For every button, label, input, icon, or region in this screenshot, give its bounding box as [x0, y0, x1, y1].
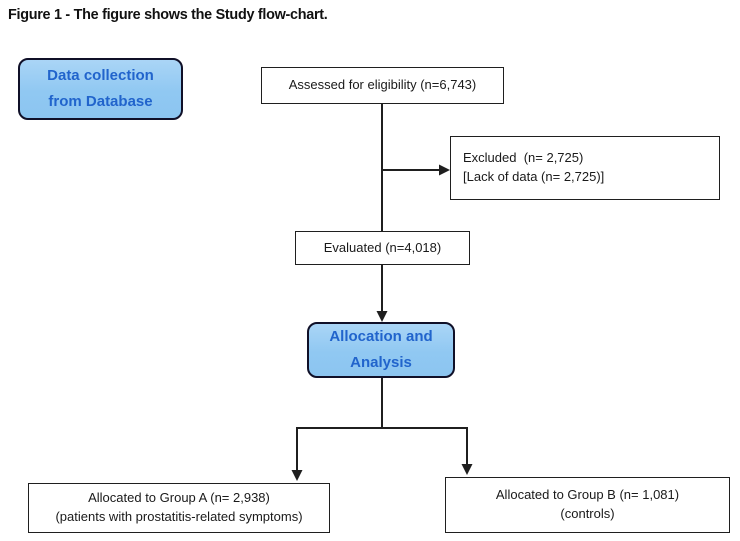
- node-evaluated: Evaluated (n=4,018): [295, 231, 470, 265]
- node-group-b: Allocated to Group B (n= 1,081) (control…: [445, 477, 730, 533]
- arrowhead-group-b: [461, 464, 473, 475]
- node-evaluated-label: Evaluated (n=4,018): [323, 239, 442, 255]
- node-allocation-analysis: Allocation and Analysis: [307, 322, 455, 378]
- arrowhead-allocation: [376, 311, 388, 322]
- node-group-b-line2: (controls): [560, 506, 615, 521]
- node-excluded-line2: [Lack of data (n= 2,725)]: [463, 169, 605, 184]
- node-group-b-line1: Allocated to Group B (n= 1,081): [495, 487, 680, 503]
- node-assessed-label: Assessed for eligibility (n=6,743): [288, 77, 477, 93]
- node-data-collection-line2: from Database: [48, 93, 153, 110]
- arrowhead-excluded: [439, 164, 450, 176]
- arrowhead-group-a: [291, 470, 303, 481]
- node-excluded: Excluded (n= 2,725) [Lack of data (n= 2,…: [450, 136, 720, 200]
- node-allocation-line2: Analysis: [350, 354, 412, 371]
- node-assessed-for-eligibility: Assessed for eligibility (n=6,743): [261, 67, 504, 104]
- node-data-collection-line1: Data collection: [47, 66, 154, 84]
- node-data-collection: Data collection from Database: [18, 58, 183, 120]
- node-excluded-line1: Excluded (n= 2,725): [463, 150, 584, 166]
- figure-title: Figure 1 - The figure shows the Study fl…: [8, 6, 328, 23]
- node-allocation-line1: Allocation and: [329, 327, 433, 345]
- node-group-a: Allocated to Group A (n= 2,938) (patient…: [28, 483, 330, 533]
- node-group-a-line1: Allocated to Group A (n= 2,938): [88, 490, 270, 506]
- node-group-a-line2: (patients with prostatitis-related sympt…: [55, 509, 303, 524]
